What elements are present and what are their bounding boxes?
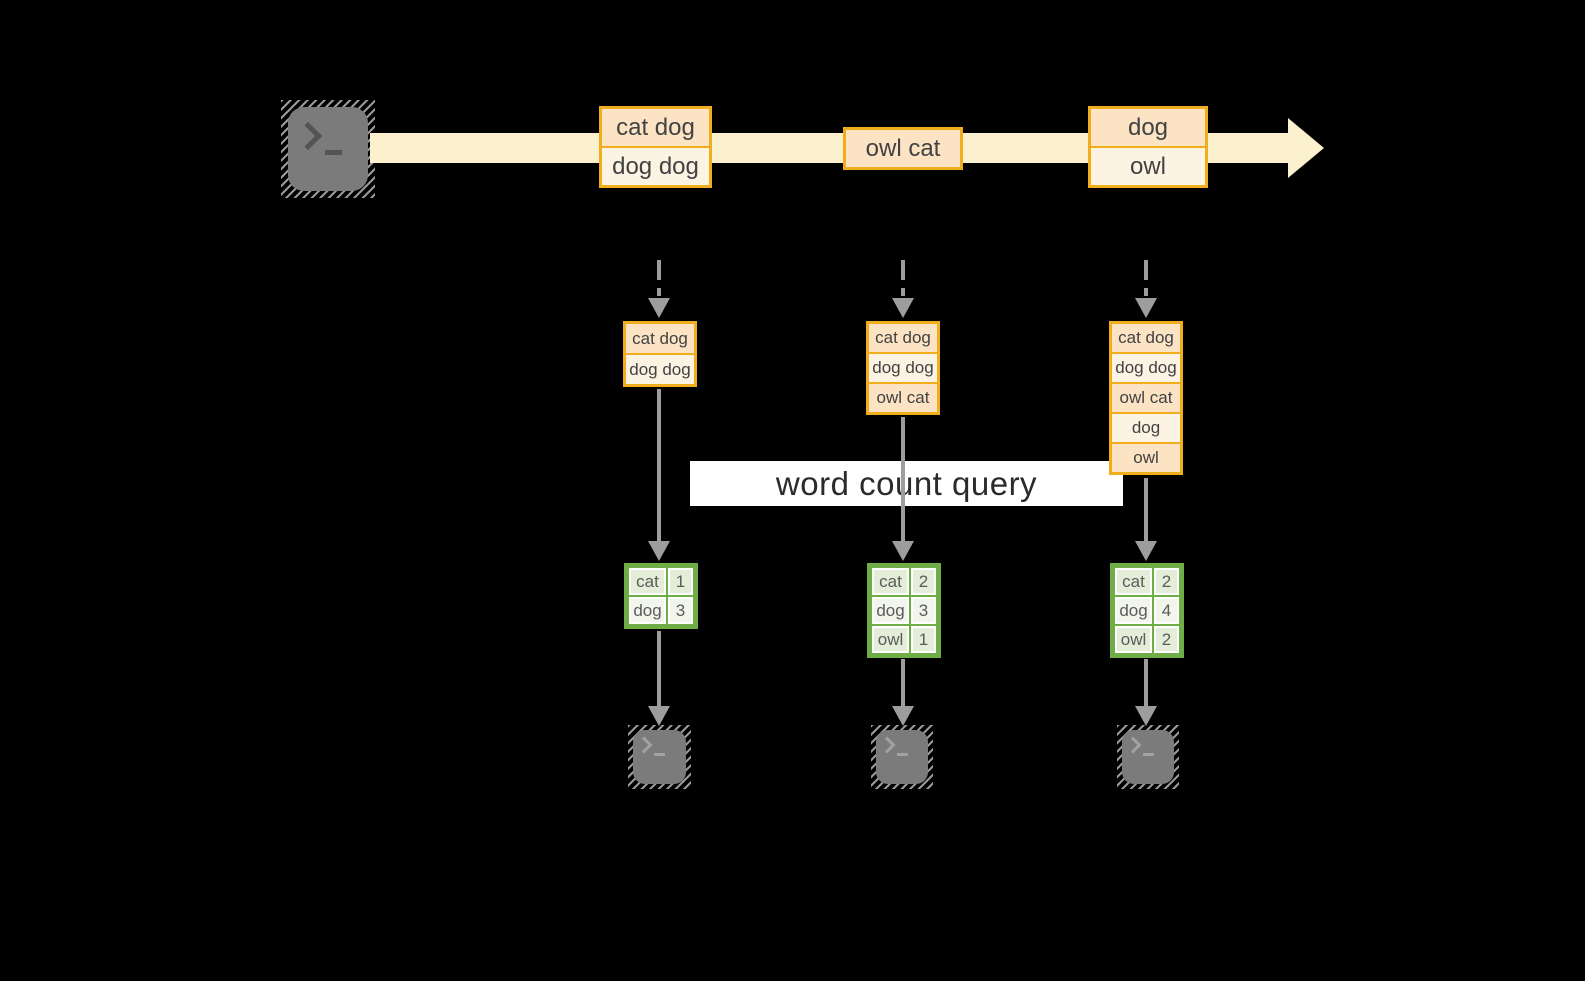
sink-terminal-icon xyxy=(1117,725,1179,789)
dashed-down-arrow xyxy=(901,260,905,296)
event-row: dog xyxy=(1091,109,1205,146)
dashed-down-arrow xyxy=(1144,260,1148,296)
word-cell: cat xyxy=(629,568,666,595)
sink-terminal-icon xyxy=(628,725,691,789)
buffer-row: dog dog xyxy=(626,353,694,384)
buffer-stack-1: cat dog dog dog xyxy=(623,321,697,387)
count-table-1: cat 1 dog 3 xyxy=(624,563,698,629)
buffer-row: dog xyxy=(1112,412,1180,442)
sink-terminal-icon xyxy=(871,725,933,789)
count-cell: 3 xyxy=(668,597,693,624)
prompt-underscore-icon xyxy=(325,150,342,155)
source-terminal-icon xyxy=(281,100,375,198)
down-arrow-head-icon xyxy=(648,298,670,318)
dashed-down-arrow xyxy=(657,260,661,296)
buffer-row: dog dog xyxy=(1112,352,1180,382)
word-cell: cat xyxy=(872,568,909,595)
word-cell: dog xyxy=(629,597,666,624)
stream-event-1: cat dog dog dog xyxy=(599,106,712,188)
buffer-stack-3: cat dog dog dog owl cat dog owl xyxy=(1109,321,1183,475)
down-arrow-head-icon xyxy=(892,541,914,561)
prompt-underscore-icon xyxy=(1143,753,1154,756)
buffer-stack-2: cat dog dog dog owl cat xyxy=(866,321,940,415)
word-cell: dog xyxy=(872,597,909,624)
buffer-row: cat dog xyxy=(869,324,937,352)
query-label: word count query xyxy=(775,464,1038,502)
count-cell: 3 xyxy=(911,597,936,624)
down-arrow xyxy=(901,417,905,541)
down-arrow xyxy=(1144,478,1148,541)
down-arrow-head-icon xyxy=(648,541,670,561)
count-cell: 2 xyxy=(911,568,936,595)
buffer-row: dog dog xyxy=(869,352,937,382)
buffer-row: cat dog xyxy=(1112,324,1180,352)
event-row: dog dog xyxy=(602,146,709,185)
event-row: cat dog xyxy=(602,109,709,146)
down-arrow-head-icon xyxy=(892,706,914,726)
prompt-underscore-icon xyxy=(654,753,665,756)
terminal-body xyxy=(876,730,928,784)
count-cell: 2 xyxy=(1154,626,1179,653)
terminal-body xyxy=(633,730,686,784)
down-arrow-head-icon xyxy=(892,298,914,318)
terminal-body xyxy=(288,107,368,191)
stream-arrow-head-icon xyxy=(1288,118,1324,178)
event-row: owl xyxy=(1091,146,1205,185)
prompt-underscore-icon xyxy=(897,753,908,756)
word-cell: owl xyxy=(872,626,909,653)
count-table-2: cat 2 dog 3 owl 1 xyxy=(867,563,941,658)
count-cell: 1 xyxy=(911,626,936,653)
down-arrow-head-icon xyxy=(1135,298,1157,318)
count-cell: 2 xyxy=(1154,568,1179,595)
count-cell: 4 xyxy=(1154,597,1179,624)
event-row: owl cat xyxy=(846,130,960,167)
buffer-row: owl cat xyxy=(869,382,937,412)
count-table-3: cat 2 dog 4 owl 2 xyxy=(1110,563,1184,658)
down-arrow-head-icon xyxy=(1135,706,1157,726)
word-cell: cat xyxy=(1115,568,1152,595)
down-arrow xyxy=(1144,659,1148,706)
count-cell: 1 xyxy=(668,568,693,595)
stream-event-3: dog owl xyxy=(1088,106,1208,188)
query-label-band: word count query xyxy=(690,461,1123,506)
stream-event-2: owl cat xyxy=(843,127,963,170)
terminal-body xyxy=(1122,730,1174,784)
word-cell: owl xyxy=(1115,626,1152,653)
down-arrow-head-icon xyxy=(648,706,670,726)
down-arrow xyxy=(657,389,661,541)
down-arrow xyxy=(657,631,661,706)
down-arrow xyxy=(901,659,905,706)
buffer-row: owl xyxy=(1112,442,1180,472)
down-arrow-head-icon xyxy=(1135,541,1157,561)
buffer-row: owl cat xyxy=(1112,382,1180,412)
word-cell: dog xyxy=(1115,597,1152,624)
buffer-row: cat dog xyxy=(626,324,694,353)
